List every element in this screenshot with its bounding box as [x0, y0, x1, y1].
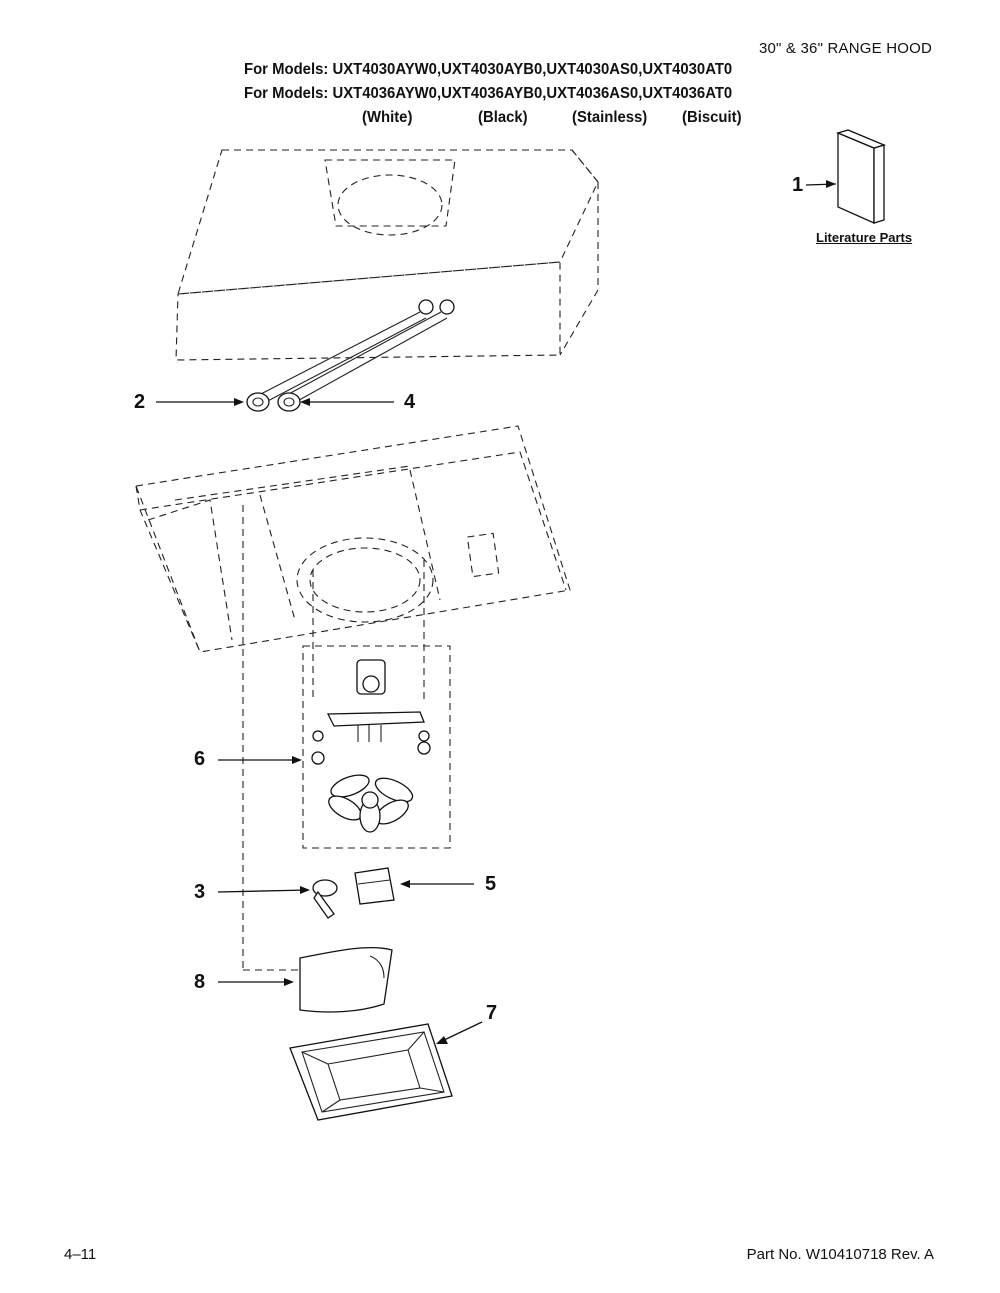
page-number: 4–11 [64, 1246, 97, 1263]
callout-arrow-7 [436, 1021, 483, 1044]
mounting-rods [256, 299, 455, 405]
literature-manual-icon [836, 129, 886, 225]
callout-7: 7 [486, 1002, 498, 1024]
models-line-2: For Models: UXT4036AYW0,UXT4036AYB0,UXT4… [244, 85, 733, 102]
callout-arrow-1 [805, 180, 837, 188]
callout-6: 6 [194, 748, 206, 770]
callout-arrow-6 [218, 756, 302, 764]
hood-top-housing [175, 149, 599, 361]
callout-5: 5 [485, 873, 497, 895]
callout-arrow-4 [300, 398, 394, 406]
color-white: (White) [362, 109, 413, 126]
callout-arrow-3 [217, 886, 310, 894]
literature-parts-label: Literature Parts [816, 230, 913, 245]
part-8-lens-cover [299, 946, 393, 1013]
callout-2: 2 [134, 391, 146, 413]
part-4-grommet [277, 392, 301, 412]
color-stainless: (Stainless) [572, 109, 648, 126]
callout-arrow-8 [218, 978, 294, 986]
hood-lower-body [135, 425, 571, 653]
models-line-1: For Models: UXT4030AYW0,UXT4030AYB0,UXT4… [244, 61, 733, 78]
part-7-filter [289, 1023, 453, 1121]
color-black: (Black) [478, 109, 528, 126]
callout-arrow-5 [400, 880, 474, 888]
callout-8: 8 [194, 971, 206, 993]
part-2-grommet [246, 392, 270, 412]
callout-arrow-2 [156, 398, 244, 406]
part-5-light [354, 867, 395, 905]
callout-4: 4 [404, 391, 416, 413]
part-6-blower-assembly [302, 645, 451, 849]
callout-1: 1 [792, 174, 804, 196]
callout-3: 3 [194, 881, 206, 903]
color-biscuit: (Biscuit) [682, 109, 742, 126]
part-3-switch [312, 879, 338, 919]
page-title: 30" & 36" RANGE HOOD [758, 40, 932, 57]
part-number: Part No. W10410718 Rev. A [746, 1246, 934, 1263]
